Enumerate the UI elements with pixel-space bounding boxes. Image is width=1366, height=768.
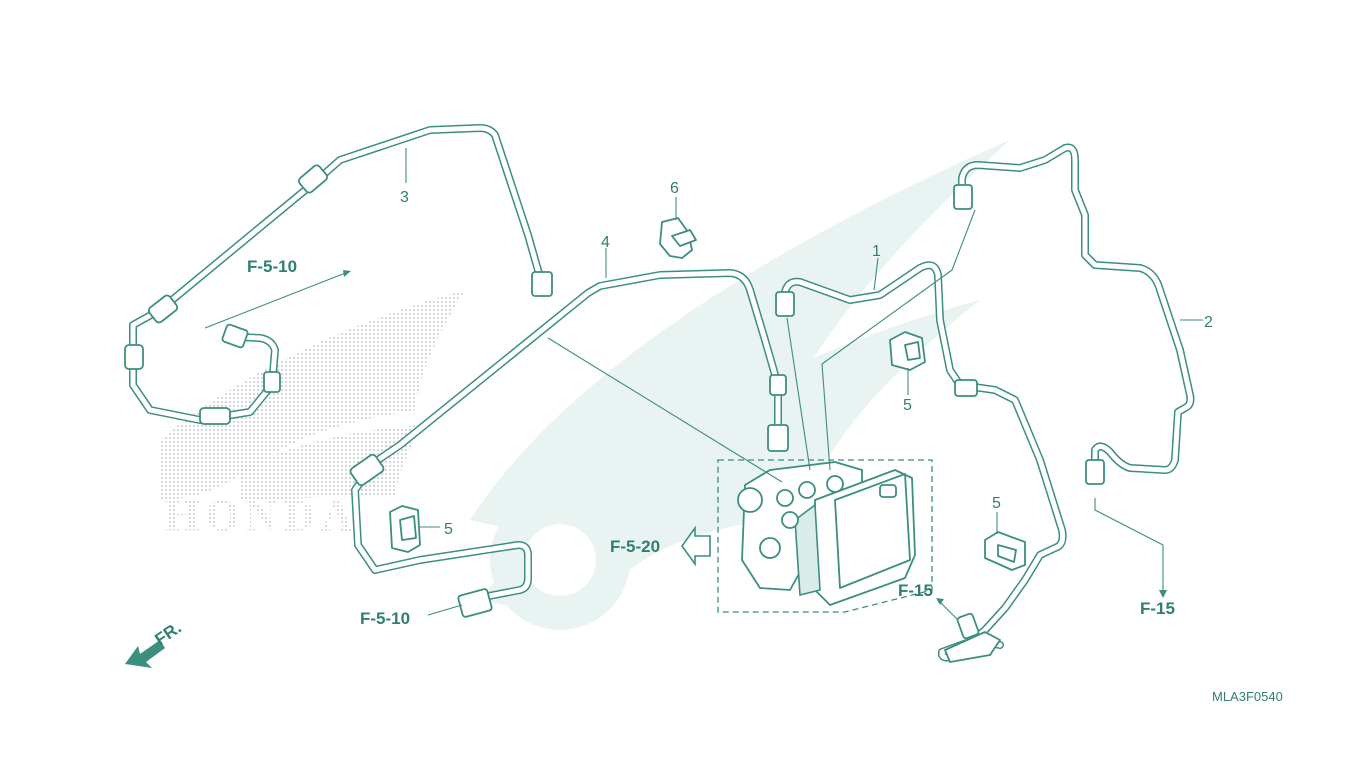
- clamp-6: [659, 217, 697, 259]
- front-direction-arrow: FR.: [125, 618, 185, 668]
- clamp-5-right: [984, 531, 1026, 571]
- callout-pipe-4: 4: [601, 234, 610, 251]
- brake-pipe-2: [953, 143, 1195, 485]
- honda-wing-dots: [160, 290, 465, 500]
- clamp-5-left: [389, 505, 421, 553]
- ref-f-5-10-bottom: F-5-10: [360, 609, 410, 628]
- clamp-5-upper: [889, 331, 926, 371]
- drawing-code: MLA3F0540: [1212, 689, 1283, 704]
- callout-clamp-5-upper: 5: [903, 397, 912, 414]
- callout-clamp-5-right: 5: [992, 495, 1001, 512]
- brake-pipe-3: [124, 124, 553, 425]
- ref-f-5-10-top: F-5-10: [247, 257, 297, 276]
- abs-modulator: [717, 459, 933, 613]
- leader-lines: [204, 148, 1203, 621]
- brake-pipe-1: [775, 261, 1067, 663]
- ref-f-15-center: F-15: [898, 581, 933, 600]
- brake-pipe-4: [349, 269, 789, 618]
- ref-f-15-right: F-15: [1140, 599, 1175, 618]
- callout-pipe-3: 3: [400, 189, 409, 206]
- callout-pipe-1: 1: [872, 243, 881, 260]
- watermark-honda-text: HONDA: [165, 491, 359, 540]
- callout-clamp-6: 6: [670, 180, 679, 197]
- callout-pipe-2: 2: [1204, 314, 1213, 331]
- f-5-20-arrow: [681, 525, 711, 567]
- ref-f-5-20: F-5-20: [610, 537, 660, 556]
- callout-clamp-5-left: 5: [444, 521, 453, 538]
